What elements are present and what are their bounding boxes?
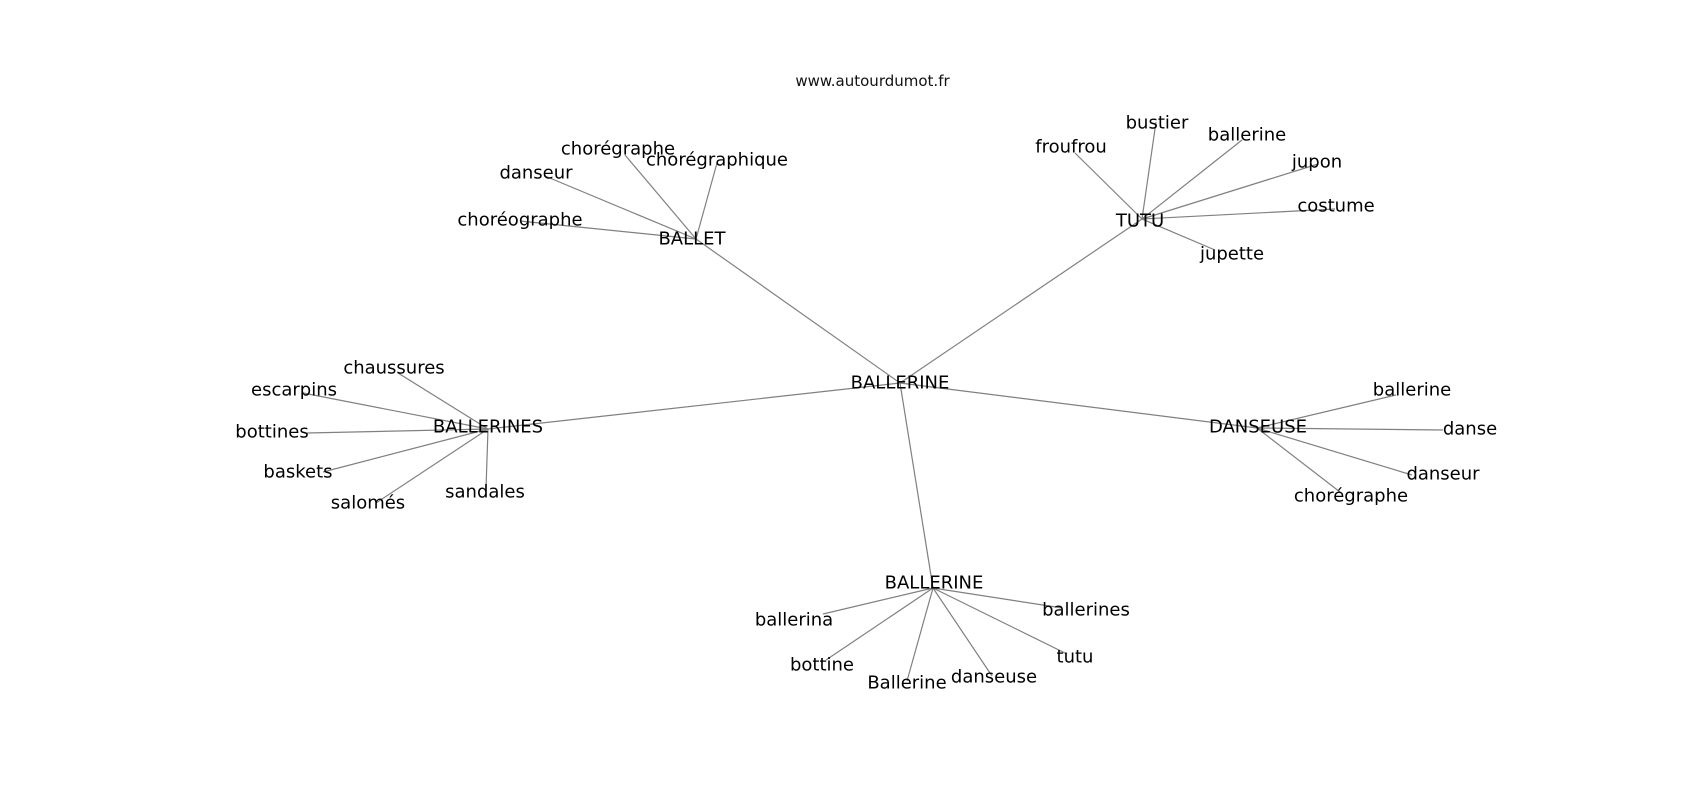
hub-node-label[interactable]: BALLET xyxy=(658,229,726,250)
edge-hub-to-word xyxy=(519,220,697,240)
edge-hub-to-word xyxy=(1074,152,1143,220)
edge-root-to-hub xyxy=(899,218,1143,384)
word-node-label[interactable]: escarpins xyxy=(251,380,337,401)
edge-hub-to-word xyxy=(1256,427,1341,493)
word-node-label[interactable]: chorégraphique xyxy=(646,150,788,171)
hub-node-label[interactable]: DANSEUSE xyxy=(1209,417,1307,438)
edge-hub-to-word xyxy=(932,587,1068,655)
edge-hub-to-word xyxy=(1141,218,1216,251)
graph-edges xyxy=(302,121,1444,682)
edge-hub-to-word xyxy=(906,587,934,682)
edge-hub-to-word xyxy=(1141,121,1157,220)
edge-root-to-hub xyxy=(899,382,1258,429)
word-node-label[interactable]: bustier xyxy=(1126,113,1189,134)
edge-hub-to-word xyxy=(1256,394,1397,429)
edge-hub-to-word xyxy=(375,428,489,504)
word-node-label[interactable]: ballerina xyxy=(755,610,833,631)
word-node-label[interactable]: sandales xyxy=(445,482,525,503)
root-node-label[interactable]: BALLERINE xyxy=(851,373,950,394)
word-node-label[interactable]: danse xyxy=(1443,419,1497,440)
word-node-label[interactable]: bottine xyxy=(790,655,854,676)
edge-hub-to-word xyxy=(1141,163,1319,220)
edge-hub-to-word xyxy=(695,162,718,240)
hub-node-label[interactable]: BALLERINES xyxy=(433,417,543,438)
word-node-label[interactable]: froufrou xyxy=(1035,137,1107,158)
edge-root-to-hub xyxy=(695,238,901,384)
word-node-label[interactable]: choréographe xyxy=(457,210,582,231)
word-node-label[interactable]: chaussures xyxy=(343,358,444,379)
word-node-label[interactable]: jupon xyxy=(1291,152,1342,173)
edge-hub-to-word xyxy=(822,587,934,615)
edge-hub-to-word xyxy=(322,428,489,473)
edge-hub-to-word xyxy=(1141,208,1336,220)
word-node-label[interactable]: Ballerine xyxy=(867,673,946,694)
edge-hub-to-word xyxy=(544,175,697,240)
edge-hub-to-word xyxy=(624,154,697,240)
edge-hub-to-word xyxy=(302,392,489,430)
edge-hub-to-word xyxy=(1141,139,1243,220)
edge-hub-to-word xyxy=(1256,427,1413,476)
edge-hub-to-word xyxy=(306,428,489,434)
word-node-label[interactable]: danseur xyxy=(1406,464,1480,485)
edge-hub-to-word xyxy=(825,587,934,661)
edge-hub-to-word xyxy=(1256,427,1444,431)
word-node-label[interactable]: jupette xyxy=(1199,244,1264,265)
edge-hub-to-word xyxy=(932,587,993,677)
edge-hub-to-word xyxy=(397,372,489,430)
site-url: www.autourdumot.fr xyxy=(795,72,950,90)
hub-node-label[interactable]: TUTU xyxy=(1115,211,1164,232)
word-node-label[interactable]: tutu xyxy=(1057,647,1094,668)
word-node-label[interactable]: ballerine xyxy=(1373,380,1451,401)
edge-root-to-hub xyxy=(899,382,934,589)
word-node-label[interactable]: danseuse xyxy=(951,667,1037,688)
word-node-label[interactable]: bottines xyxy=(235,422,308,443)
graph-labels: BALLERINEBALLETchorégraphechorégraphique… xyxy=(235,113,1497,694)
edge-hub-to-word xyxy=(485,428,489,490)
hub-node-label[interactable]: BALLERINE xyxy=(885,573,984,594)
word-node-label[interactable]: salomés xyxy=(331,493,405,514)
edge-root-to-hub xyxy=(487,382,901,430)
word-node-label[interactable]: costume xyxy=(1297,196,1374,217)
word-node-label[interactable]: baskets xyxy=(263,462,332,483)
edge-hub-to-word xyxy=(932,587,1063,609)
word-node-label[interactable]: danseur xyxy=(499,163,573,184)
word-node-label[interactable]: chorégraphe xyxy=(1294,486,1408,507)
word-node-label[interactable]: ballerines xyxy=(1042,600,1130,621)
word-node-label[interactable]: chorégraphe xyxy=(561,139,675,160)
word-node-label[interactable]: ballerine xyxy=(1208,125,1286,146)
